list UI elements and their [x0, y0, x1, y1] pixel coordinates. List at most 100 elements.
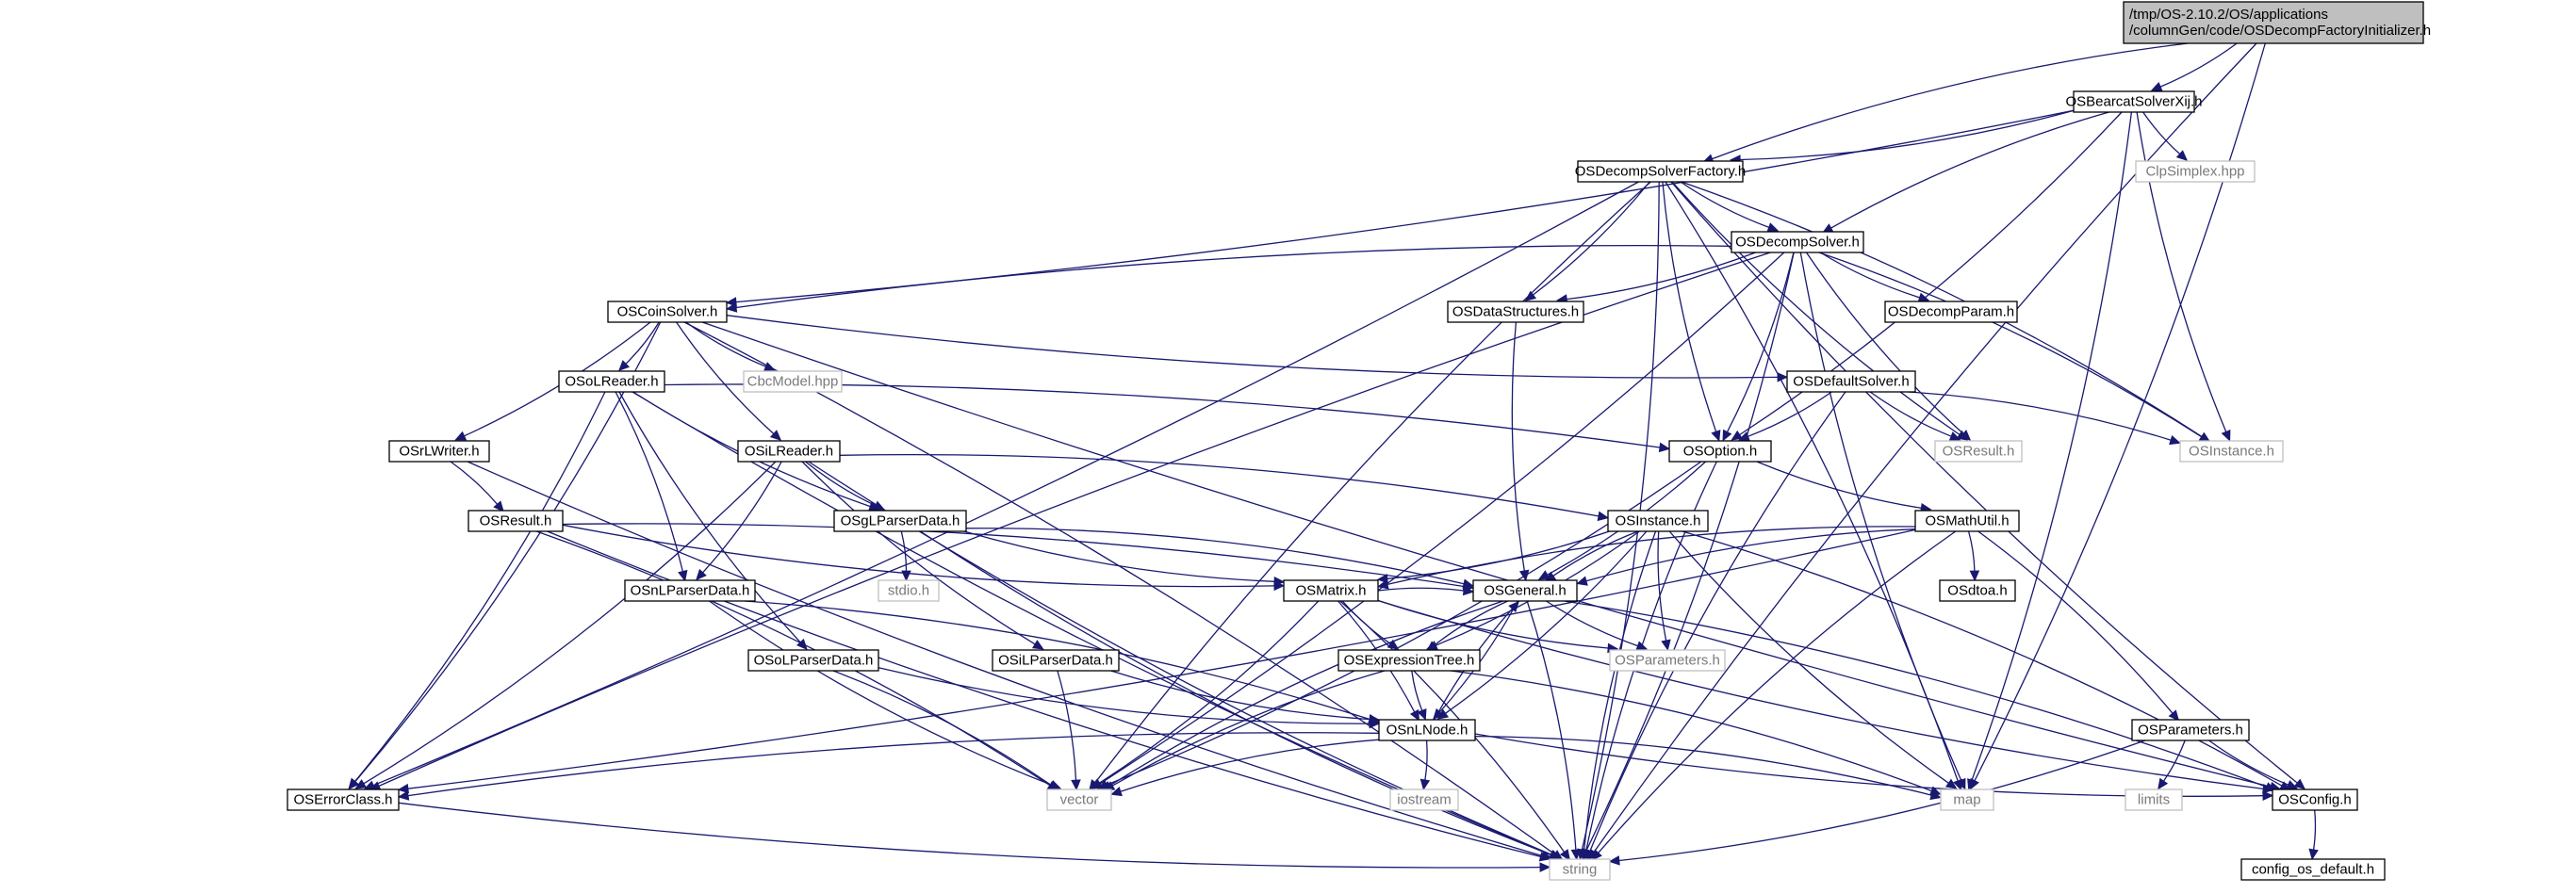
node-decompsolver[interactable]: OSDecompSolver.h — [1731, 231, 1864, 253]
edge-bearcat-to-osinstance_ext — [2136, 111, 2231, 442]
node-osolparser[interactable]: OSoLParserData.h — [747, 649, 879, 672]
arrowhead-icon — [1409, 708, 1419, 722]
node-osconfig[interactable]: OSConfig.h — [2272, 788, 2358, 811]
edge-osnlnode-to-iostream — [1419, 740, 1431, 791]
edge-line — [407, 528, 1916, 789]
node-map: map — [1940, 788, 1994, 811]
arrowhead-icon — [1576, 576, 1588, 586]
edge-line — [963, 530, 1275, 582]
arrowhead-icon — [1538, 852, 1551, 862]
node-osdtoa[interactable]: OSdtoa.h — [1939, 579, 2016, 602]
edge-line — [1057, 670, 1077, 781]
edge-line — [1662, 181, 1717, 432]
edge-defaultsolver-to-osresult_ext — [1869, 391, 1961, 441]
edge-line — [2162, 740, 2186, 782]
node-factory[interactable]: OSDecompSolverFactory.h — [1575, 160, 1746, 183]
edge-line — [900, 530, 908, 572]
edge-factory-to-errorclass — [363, 181, 1639, 790]
edge-line — [920, 530, 1551, 856]
arrowhead-icon — [1273, 577, 1286, 587]
node-osresult[interactable]: OSResult.h — [468, 510, 564, 532]
edge-osinstance-to-map — [1668, 530, 1958, 789]
arrowhead-icon — [1738, 431, 1750, 442]
edge-line — [1668, 530, 1949, 784]
arrowhead-icon — [2168, 709, 2180, 722]
node-configdefault[interactable]: config_os_default.h — [2240, 858, 2386, 881]
edge-decompsolver-to-errorclass — [369, 252, 1771, 790]
edge-line — [839, 453, 1600, 517]
arrowhead-icon — [354, 779, 368, 789]
edge-osmatrix-to-osgeneral — [1377, 585, 1475, 596]
node-osolreader[interactable]: OSoLReader.h — [558, 370, 665, 393]
arrowhead-icon — [1462, 578, 1474, 589]
edge-osrlwriter-to-osresult — [450, 461, 504, 512]
edge-line — [1712, 42, 2189, 160]
arrowhead-icon — [1462, 585, 1475, 596]
arrowhead-icon — [1110, 787, 1123, 797]
node-label: limits — [2138, 792, 2170, 808]
node-box — [1378, 719, 1476, 741]
edge-osmathutil-to-string — [1591, 530, 1957, 861]
edge-bearcat-to-factory — [1729, 109, 2075, 165]
node-osilreader[interactable]: OSiLReader.h — [737, 440, 841, 463]
node-osmatrix[interactable]: OSMatrix.h — [1283, 579, 1379, 602]
node-root[interactable]: /tmp/OS-2.10.2/OS/applications/columnGen… — [2123, 1, 2431, 44]
node-osgeneral[interactable]: OSGeneral.h — [1472, 579, 1578, 602]
node-defaultsolver[interactable]: OSDefaultSolver.h — [1786, 370, 1916, 393]
node-datastructures[interactable]: OSDataStructures.h — [1447, 301, 1584, 323]
node-osilparser[interactable]: OSiLParserData.h — [992, 649, 1120, 672]
node-label: iostream — [1397, 792, 1452, 808]
node-osrlwriter[interactable]: OSrLWriter.h — [388, 440, 490, 463]
node-coinsolver[interactable]: OSCoinSolver.h — [607, 301, 728, 323]
arrowhead-icon — [769, 430, 782, 442]
edge-line — [1671, 181, 1961, 435]
node-label: OSiLReader.h — [745, 444, 833, 460]
node-box — [1549, 858, 1611, 881]
node-label: map — [1953, 792, 1980, 808]
edge-line — [398, 802, 1541, 869]
edge-line — [1967, 530, 1976, 572]
arrowhead-icon — [901, 570, 911, 582]
arrowhead-icon — [1549, 850, 1562, 860]
edge-defaultsolver-to-osinstance_ext — [1907, 391, 2181, 446]
edge-coinsolver-to-defaultsolver — [726, 315, 1789, 382]
edge-osilreader-to-osinstance — [839, 453, 1610, 522]
edge-line — [1439, 600, 1518, 713]
node-label: OSParameters.h — [1615, 653, 1720, 669]
node-osnlnode[interactable]: OSnLNode.h — [1378, 719, 1476, 741]
arrowhead-icon — [1969, 570, 1980, 582]
edge-line — [1445, 530, 1648, 714]
node-label: OSDecompSolver.h — [1735, 235, 1860, 251]
edge-osmathutil-to-errorclass — [397, 528, 1916, 794]
arrowhead-icon — [696, 568, 707, 581]
edge-line — [1377, 599, 2264, 790]
node-box — [1577, 160, 1744, 183]
node-exprtree[interactable]: OSExpressionTree.h — [1337, 649, 1481, 672]
node-osmathutil[interactable]: OSMathUtil.h — [1914, 510, 2020, 532]
node-iostream: iostream — [1389, 788, 1459, 811]
node-errorclass[interactable]: OSErrorClass.h — [287, 788, 400, 811]
node-osnlparser[interactable]: OSnLParserData.h — [624, 579, 756, 602]
edge-osilparser-to-vector — [1057, 670, 1081, 791]
node-osparams[interactable]: OSParameters.h — [2131, 719, 2250, 741]
node-osinstance[interactable]: OSInstance.h — [1607, 510, 1709, 532]
node-bearcat[interactable]: OSBearcatSolverXij.h — [2065, 90, 2203, 113]
arrowhead-icon — [2308, 848, 2319, 861]
edge-line — [1818, 252, 2203, 438]
node-decompparam[interactable]: OSDecompParam.h — [1884, 301, 2018, 323]
edge-line — [709, 600, 1052, 786]
node-box — [624, 579, 756, 602]
edge-line — [726, 315, 1779, 379]
edge-line — [1120, 739, 1380, 792]
node-osglparser[interactable]: OSgLParserData.h — [833, 510, 967, 532]
node-label: OSBearcatSolverXij.h — [2065, 94, 2202, 110]
arrowhead-icon — [2262, 790, 2274, 801]
node-box — [833, 510, 967, 532]
edge-line — [735, 109, 2075, 303]
edge-osinstance-to-osparams_ext — [1657, 530, 1671, 651]
node-box — [1940, 788, 1994, 811]
edge-line — [1386, 526, 1916, 586]
node-vector: vector — [1046, 788, 1112, 811]
node-osoption[interactable]: OSOption.h — [1668, 440, 1772, 463]
